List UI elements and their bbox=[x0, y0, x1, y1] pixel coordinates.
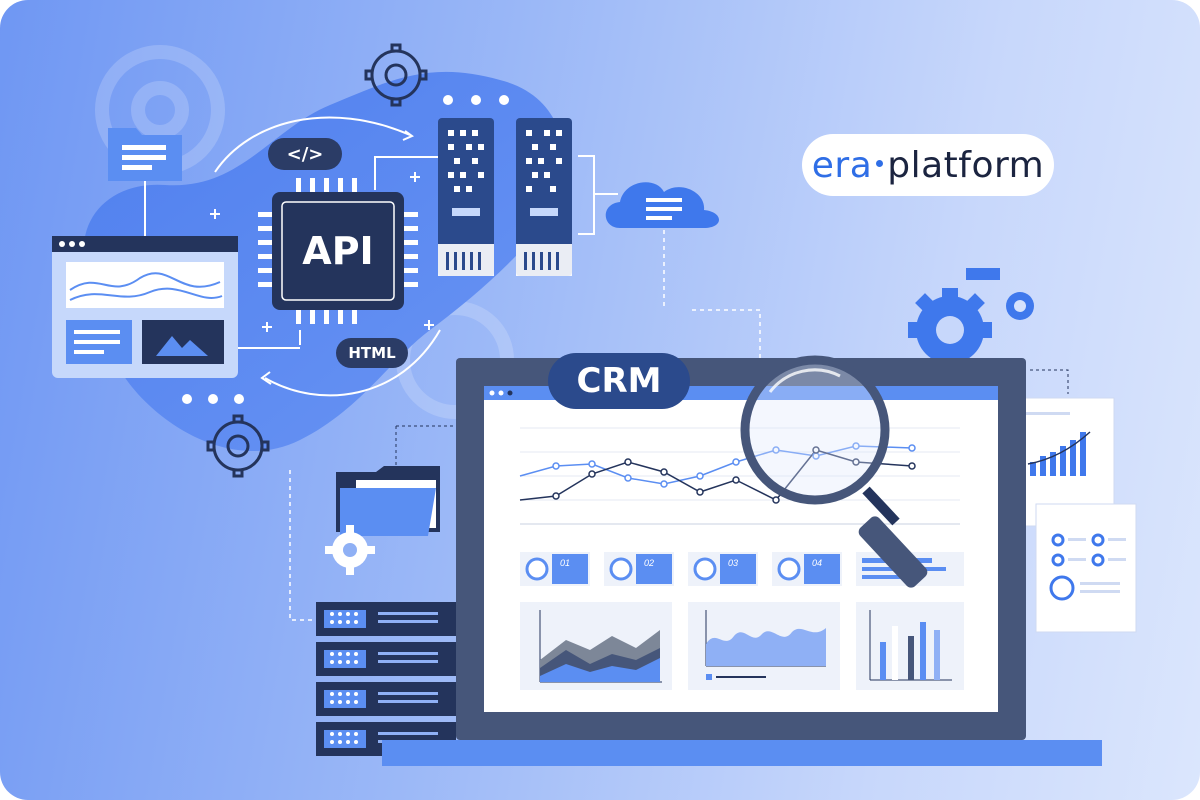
folder-icon bbox=[336, 425, 454, 536]
brand-prefix: era bbox=[811, 144, 873, 186]
magnifier-icon bbox=[740, 355, 928, 588]
bar-chart-panel bbox=[856, 602, 964, 690]
brand-dot bbox=[876, 159, 884, 167]
cloud-icon bbox=[605, 182, 761, 360]
api-label: API bbox=[302, 229, 374, 273]
kpi-number: 02 bbox=[644, 558, 655, 568]
document-icon bbox=[1009, 369, 1137, 633]
brand-logo: era platform bbox=[802, 134, 1054, 196]
crm-badge: CRM bbox=[548, 353, 690, 409]
wave-chart-panel bbox=[688, 602, 840, 690]
gear-icon bbox=[325, 525, 375, 575]
gear-icon bbox=[206, 414, 270, 478]
gear-icon bbox=[908, 288, 992, 364]
kpi-number: 03 bbox=[728, 558, 739, 568]
kpi-number: 04 bbox=[812, 558, 823, 568]
decor-bar bbox=[966, 268, 1000, 280]
folder-icon bbox=[108, 128, 182, 236]
brand-suffix: platform bbox=[887, 144, 1045, 186]
kpi-number: 01 bbox=[560, 558, 571, 568]
code-badge: </> bbox=[268, 138, 342, 170]
gear-icon bbox=[364, 43, 428, 107]
dots-icon bbox=[182, 95, 509, 404]
html-badge: HTML bbox=[336, 338, 408, 368]
line-chart bbox=[519, 427, 960, 525]
gear-icon bbox=[1006, 292, 1034, 320]
chip-icon bbox=[258, 178, 418, 324]
kpi-cards bbox=[520, 552, 964, 586]
plus-icons bbox=[210, 172, 434, 332]
server-icon bbox=[438, 118, 618, 276]
server-rack-icon bbox=[316, 602, 456, 756]
browser-window-icon bbox=[52, 236, 238, 378]
area-chart-panel bbox=[520, 602, 672, 690]
connector-arrows bbox=[214, 116, 441, 397]
